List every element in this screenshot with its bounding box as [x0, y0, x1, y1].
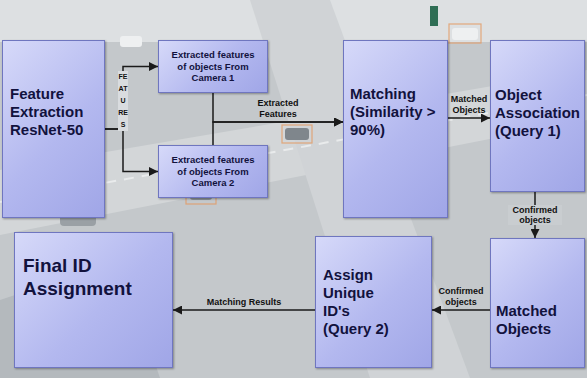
traffic-light: [430, 6, 438, 26]
flow-arrow: [105, 67, 158, 130]
detection-box: [282, 125, 312, 143]
process-box: Matched Objects: [490, 238, 585, 368]
node-text: Extracted features of objects From Camer…: [168, 154, 258, 188]
process-box: Object Association (Query 1): [490, 40, 585, 192]
flow-arrow: [105, 129, 158, 172]
detection-box: [449, 24, 481, 43]
node-text: Matched Objects: [496, 302, 581, 338]
flow-arrow: [213, 122, 343, 145]
node-text: Object Association (Query 1): [495, 86, 582, 140]
process-box: Feature Extraction ResNet-50: [2, 40, 105, 218]
edge-label: Extracted Features: [246, 98, 310, 119]
flow-arrow: [448, 117, 490, 119]
edge-label: Matched Objects: [447, 94, 491, 115]
node-text: Feature Extraction ResNet-50: [10, 85, 100, 139]
node-text: Matching (Similarity > 90%): [350, 85, 444, 139]
flow-arrow: [432, 309, 490, 311]
car: [120, 36, 142, 47]
car: [452, 28, 478, 40]
bracket-label: FEATURES: [118, 71, 128, 131]
flow-arrow: [173, 309, 315, 311]
node-text: Final ID Assignment: [23, 255, 168, 301]
edge-label: Matching Results: [201, 297, 287, 307]
feature-box: Extracted features of objects From Camer…: [158, 40, 268, 93]
process-box: Final ID Assignment: [14, 232, 173, 368]
node-text: Assign Unique ID's (Query 2): [323, 266, 398, 338]
flow-arrow: [213, 93, 343, 122]
edge-label: Confirmed objects: [508, 205, 562, 226]
feature-box: Extracted features of objects From Camer…: [158, 145, 268, 198]
car: [285, 128, 309, 140]
edge-label: Confirmed objects: [434, 286, 488, 307]
road: [250, 0, 470, 378]
process-box: Assign Unique ID's (Query 2): [315, 236, 432, 368]
process-box: Matching (Similarity > 90%): [343, 40, 448, 218]
node-text: Extracted features of objects From Camer…: [168, 49, 258, 83]
